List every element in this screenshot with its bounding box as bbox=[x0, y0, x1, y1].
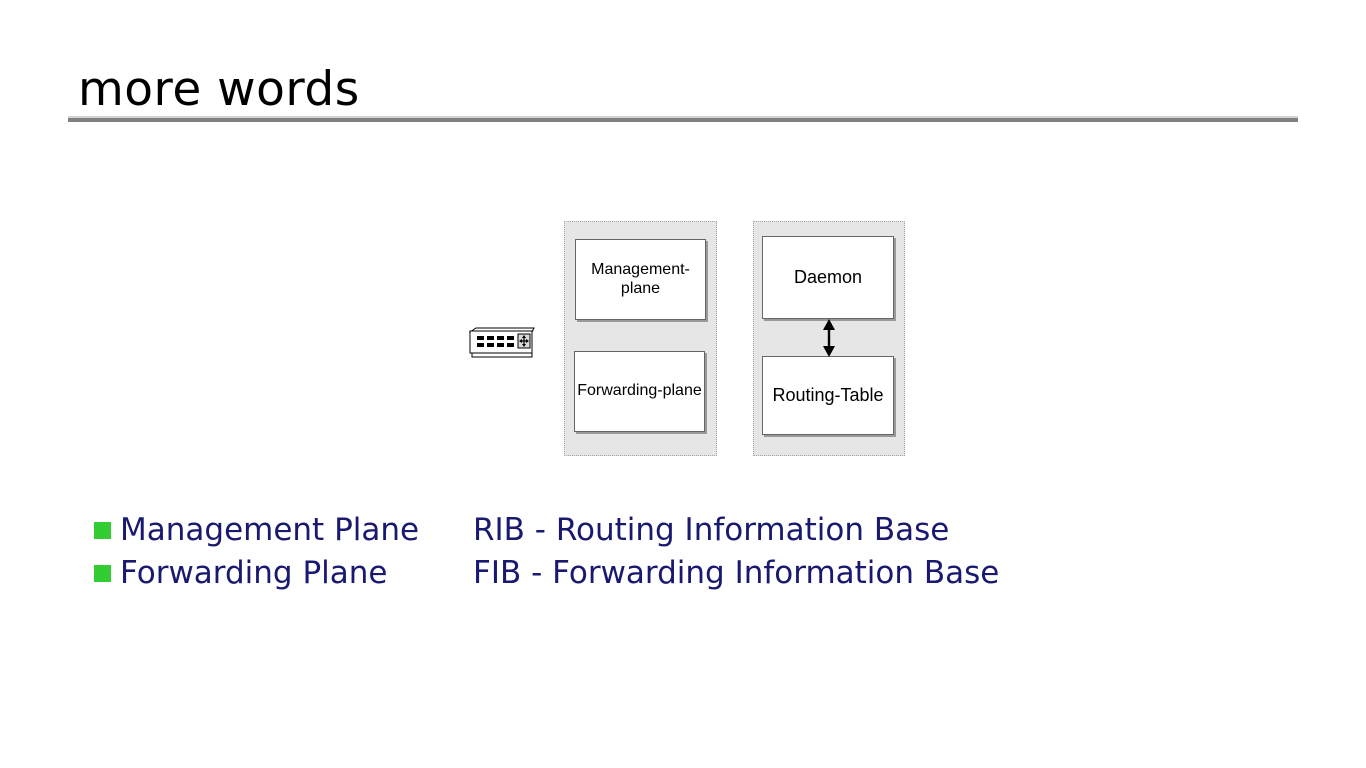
bullet-square-icon bbox=[94, 521, 111, 539]
acronym-fib-label: FIB - Forwarding Information Base bbox=[473, 555, 1000, 591]
box-daemon: Daemon bbox=[762, 236, 894, 319]
title-divider bbox=[68, 116, 1298, 122]
title-divider-line bbox=[68, 118, 1298, 122]
bullet-label-management-plane: Management Plane bbox=[120, 512, 420, 548]
router-switch-icon bbox=[468, 327, 535, 359]
list-item: Management Plane bbox=[94, 512, 419, 548]
daemon-routing-arrow-icon bbox=[820, 319, 838, 357]
list-item: Forwarding Plane bbox=[94, 555, 387, 591]
bullet-label-forwarding-plane: Forwarding Plane bbox=[120, 555, 388, 591]
acronym-rib-label: RIB - Routing Information Base bbox=[473, 512, 950, 548]
box-forwarding-plane: Forwarding-plane bbox=[574, 351, 705, 432]
page-title: more words bbox=[78, 62, 360, 117]
bullet-square-icon bbox=[94, 564, 111, 582]
box-management-plane: Management-plane bbox=[575, 239, 706, 320]
box-routing-table: Routing-Table bbox=[762, 356, 894, 435]
title-divider-highlight bbox=[68, 116, 1298, 118]
